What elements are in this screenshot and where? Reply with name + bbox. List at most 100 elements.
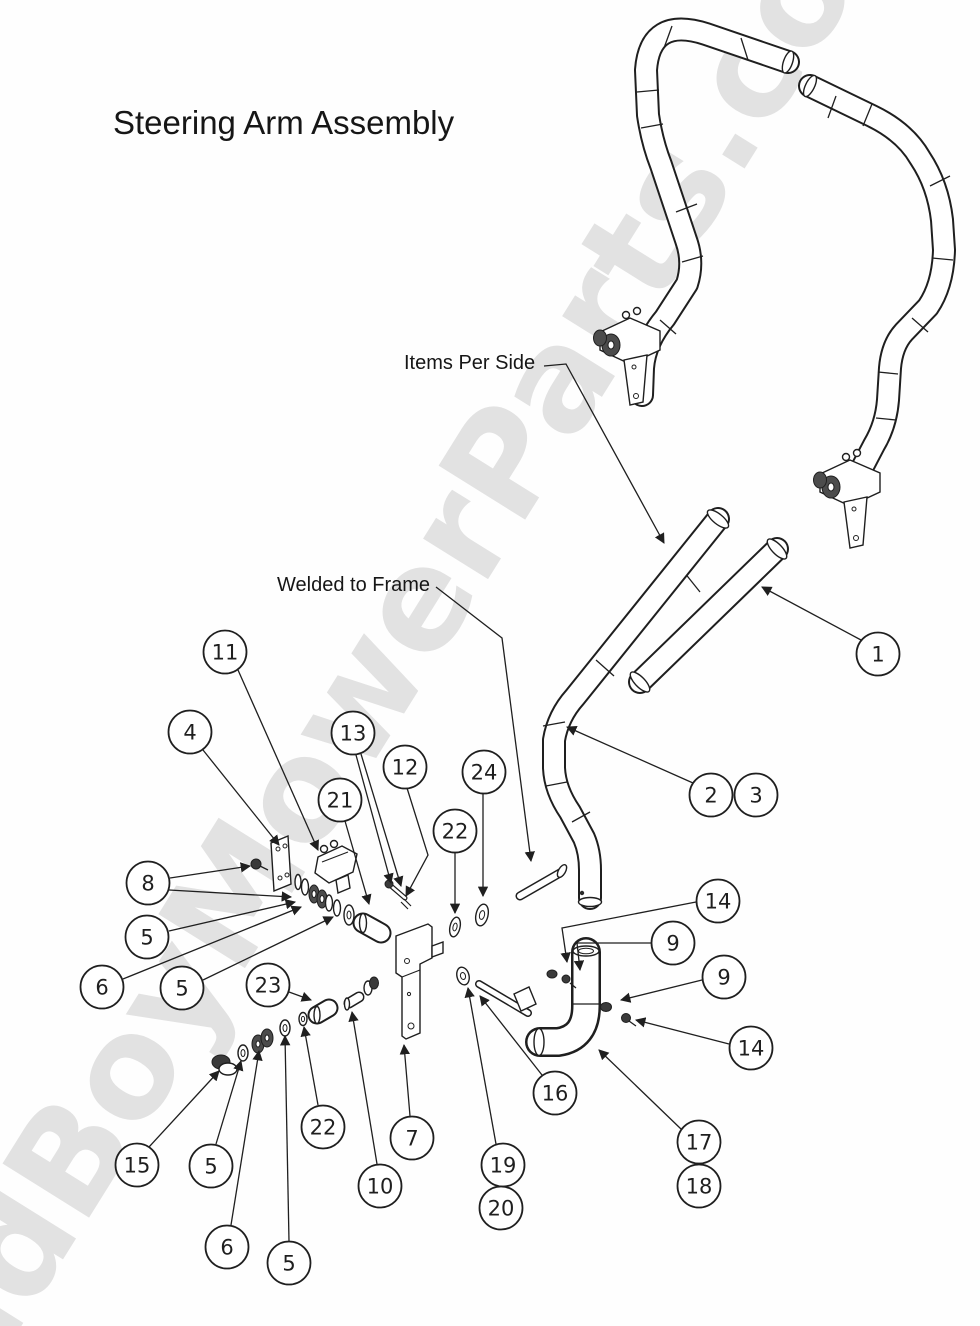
items-per-side-leader [543, 363, 665, 544]
leader-line-7 [399, 1043, 411, 1117]
balloon-number: 9 [717, 966, 730, 990]
balloon-number: 8 [141, 872, 154, 896]
balloon-number: 17 [686, 1131, 713, 1155]
balloon-4: 4 [167, 709, 213, 755]
welded-to-frame-leader [435, 586, 535, 863]
balloon-number: 20 [488, 1197, 515, 1221]
balloon-number: 16 [542, 1082, 569, 1106]
mount-plate [270, 834, 292, 893]
balloon-number: 9 [666, 932, 679, 956]
leader-line-10 [348, 1010, 378, 1165]
leader-line-5 [279, 1034, 291, 1242]
balloon-circle [204, 1224, 250, 1270]
balloon-11: 11 [202, 629, 248, 675]
balloon-8: 8 [125, 860, 171, 906]
balloon-circle [688, 772, 734, 818]
balloon-circle [330, 710, 376, 756]
balloon-15: 15 [114, 1142, 160, 1188]
bolt [343, 997, 351, 1011]
screw-icon [561, 974, 571, 984]
page-title: Steering Arm Assembly [113, 104, 455, 141]
balloon-circle [357, 1163, 403, 1209]
balloon-number: 2 [704, 784, 717, 808]
balloon-2: 2 [688, 772, 734, 818]
balloon-20: 20 [478, 1185, 524, 1231]
balloon-circle [382, 744, 428, 790]
balloon-circle [114, 1142, 160, 1188]
balloon-circle [188, 1143, 234, 1189]
steering-lever [314, 845, 358, 884]
balloon-circle [701, 954, 747, 1000]
balloon-number: 6 [95, 976, 108, 1000]
balloon-18: 18 [676, 1163, 722, 1209]
leader-line-6 [230, 1049, 263, 1226]
items-per-side-label: Items Per Side [404, 352, 536, 374]
balloon-circle [676, 1119, 722, 1165]
balloon-circle [125, 860, 171, 906]
leader-line-4 [202, 749, 280, 846]
balloon-leaders [122, 586, 862, 1242]
balloon-number: 14 [738, 1037, 765, 1061]
balloon-circle [532, 1070, 578, 1116]
balloon-number: 5 [175, 977, 188, 1001]
balloon-number: 11 [212, 641, 239, 665]
balloon-22: 22 [432, 808, 478, 854]
steering-lever-assembly-right [813, 448, 881, 549]
balloon-number: 5 [140, 926, 153, 950]
cotter-pin-icon [400, 898, 412, 910]
balloon-5: 5 [266, 1240, 312, 1286]
leader-line-13 [355, 754, 394, 885]
balloon-circle [159, 965, 205, 1011]
steering-lever-assembly-left [593, 306, 661, 406]
leader-line-2 [566, 726, 694, 784]
balloon-circle [432, 808, 478, 854]
leader-line-8 [168, 889, 293, 902]
balloon-number: 13 [340, 722, 367, 746]
balloon-circle [650, 920, 696, 966]
leader-line-9 [619, 979, 703, 1003]
balloon-17: 17 [676, 1119, 722, 1165]
pivot-pin-tab [513, 986, 537, 1012]
balloon-circle [266, 1240, 312, 1286]
leader-line-21 [344, 820, 372, 905]
leader-line-5 [215, 1060, 244, 1145]
balloon-number: 18 [686, 1175, 713, 1199]
spacer [358, 912, 368, 934]
balloon-19: 19 [480, 1142, 526, 1188]
balloon-circle [676, 1163, 722, 1209]
nut-icon [546, 969, 558, 979]
balloon-7: 7 [389, 1115, 435, 1161]
leader-line-15 [148, 1070, 220, 1148]
balloon-circle [124, 914, 170, 960]
balloon-number: 19 [490, 1154, 517, 1178]
balloon-circle [733, 772, 779, 818]
leader-line-11 [237, 669, 319, 851]
balloon-number: 3 [749, 784, 762, 808]
leader-line-14 [634, 1017, 730, 1045]
balloon-number: 24 [471, 761, 498, 785]
balloon-circle [202, 629, 248, 675]
welded-to-frame-label: Welded to Frame [277, 574, 431, 596]
balloon-number: 21 [327, 789, 354, 813]
balloon-circle [245, 962, 291, 1008]
leader-line-9 [573, 942, 651, 972]
balloon-3: 3 [733, 772, 779, 818]
balloon-number: 12 [392, 756, 419, 780]
balloon-circle [317, 777, 363, 823]
spacer [313, 1005, 321, 1025]
balloon-5: 5 [159, 965, 205, 1011]
balloon-circle [695, 878, 741, 924]
balloon-number: 5 [204, 1155, 217, 1179]
balloon-5: 5 [188, 1143, 234, 1189]
balloon-number: 14 [705, 890, 732, 914]
balloon-13: 13 [330, 710, 376, 756]
pivot-elbow-tube [525, 937, 601, 1057]
balloon-6: 6 [79, 964, 125, 1010]
steering-arm-tube-right [798, 74, 956, 480]
leader-line-5 [202, 916, 334, 981]
balloon-9: 9 [701, 954, 747, 1000]
balloon-number: 4 [183, 721, 196, 745]
